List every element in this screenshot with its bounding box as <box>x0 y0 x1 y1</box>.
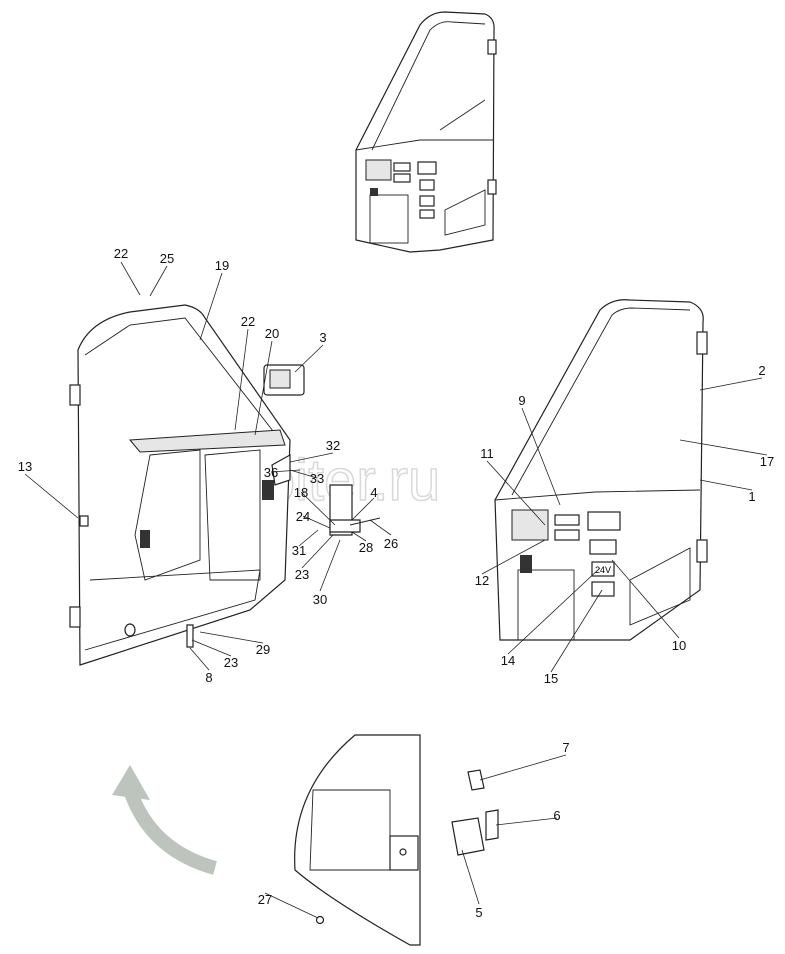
callout-18: 18 <box>294 485 308 500</box>
callout-27: 27 <box>258 892 272 907</box>
callout-labels: 22 25 19 22 20 3 13 32 36 33 18 4 24 26 … <box>18 246 774 920</box>
callout-12: 12 <box>475 573 489 588</box>
callout-24: 24 <box>296 509 310 524</box>
voltage-decal <box>591 561 615 577</box>
callout-25: 25 <box>160 251 174 266</box>
leader-lines <box>24 261 768 919</box>
callout-32: 32 <box>326 438 340 453</box>
callout-11: 11 <box>480 446 494 461</box>
callout-22: 22 <box>114 246 128 261</box>
callout-22: 22 <box>241 314 255 329</box>
callout-14: 14 <box>501 653 515 668</box>
assembled-cover-right: 24V <box>494 299 708 641</box>
callout-4: 4 <box>370 485 377 500</box>
callout-8: 8 <box>205 670 212 685</box>
assembled-cover-top <box>355 11 497 253</box>
callout-15: 15 <box>544 671 558 686</box>
hinge-detail <box>112 734 499 946</box>
callout-5: 5 <box>475 905 482 920</box>
callout-20: 20 <box>265 326 279 341</box>
callout-29: 29 <box>256 642 270 657</box>
callout-10: 10 <box>672 638 686 653</box>
callout-19: 19 <box>215 258 229 273</box>
callout-7: 7 <box>562 740 569 755</box>
callout-9: 9 <box>518 393 525 408</box>
callout-17: 17 <box>760 454 774 469</box>
callout-33: 33 <box>310 471 324 486</box>
callout-28: 28 <box>359 540 373 555</box>
callout-26: 26 <box>384 536 398 551</box>
callout-3: 3 <box>319 330 326 345</box>
rotate-arrow-icon <box>112 765 150 800</box>
callout-36: 36 <box>264 465 278 480</box>
svg-text:24V: 24V <box>595 565 611 575</box>
callout-30: 30 <box>313 592 327 607</box>
callout-6: 6 <box>553 808 560 823</box>
callout-23: 23 <box>224 655 238 670</box>
callout-13: 13 <box>18 459 32 474</box>
callout-31: 31 <box>292 543 306 558</box>
callout-1: 1 <box>748 489 755 504</box>
door-interior-view <box>69 304 381 666</box>
callout-23: 23 <box>295 567 309 582</box>
callout-2: 2 <box>758 363 765 378</box>
